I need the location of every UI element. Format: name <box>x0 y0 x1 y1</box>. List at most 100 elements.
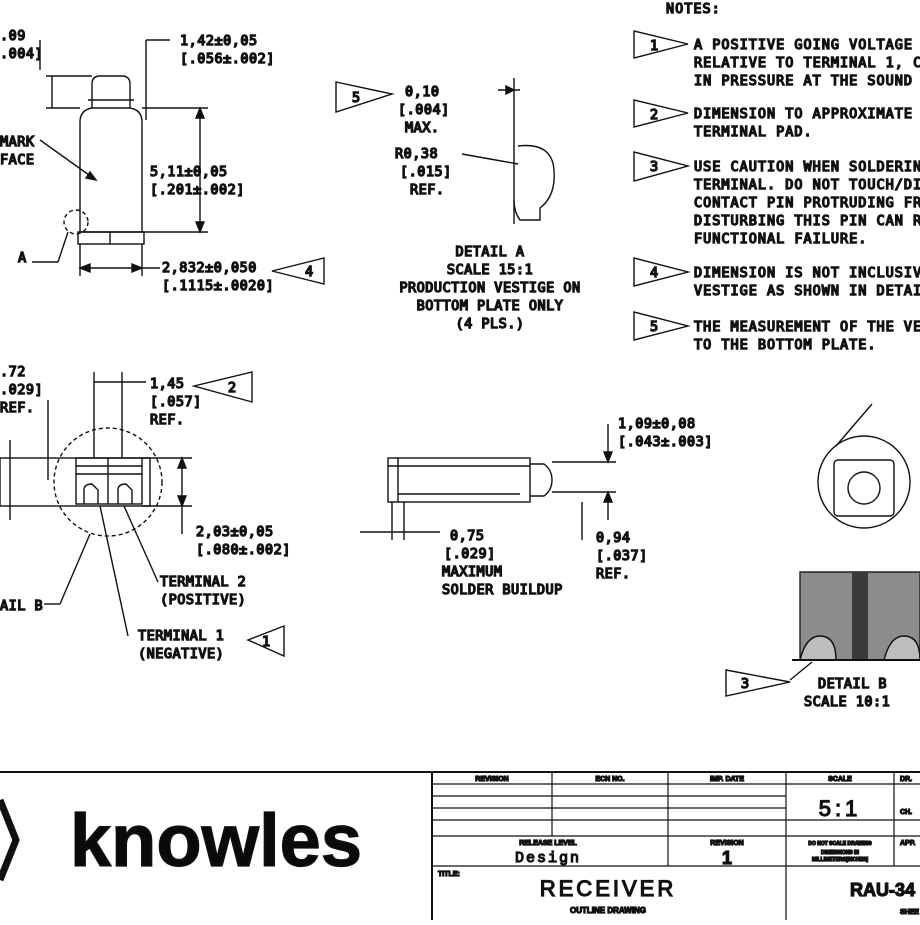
flag-2-triangle <box>191 371 253 403</box>
note-2-flag <box>633 99 689 128</box>
dim-solder-d: SOLDER BUILDUP <box>442 582 563 598</box>
terminal-1-leader <box>99 505 129 637</box>
dim-left-bot: .004] <box>0 46 43 62</box>
detail-a-arrow <box>505 84 516 96</box>
flag-4-num: 4 <box>305 264 314 280</box>
note-3-line-2: TERMINAL. DO NOT TOUCH/DI <box>694 177 920 193</box>
dim-radius-a: R0,38 <box>395 146 438 162</box>
detail-b-divider <box>852 572 868 660</box>
note-1-flag <box>633 30 689 59</box>
dim-solder-c: MAXIMUM <box>442 564 502 580</box>
detail-a-circle <box>63 209 89 235</box>
note-5-num: 5 <box>650 319 659 335</box>
mark-face-leader <box>39 139 97 181</box>
note-4-line-1: DIMENSION IS NOT INCLUSIVE <box>694 265 920 281</box>
flag-1-num: 1 <box>262 634 271 650</box>
dim-right-a: 0,94 <box>596 530 631 546</box>
revision-value: 1 <box>722 848 732 868</box>
dim-ref-b: .029] <box>0 382 43 398</box>
dim-ref-a: .72 <box>0 364 26 380</box>
detail-b-leader <box>789 661 813 681</box>
dim-term-a: 2,03±0,05 <box>196 524 274 540</box>
dim-top-a: 1,09±0,08 <box>618 416 696 432</box>
flag-3-num: 3 <box>741 676 750 692</box>
terminal-2-pad <box>117 483 133 504</box>
note-4-num: 4 <box>650 265 659 281</box>
dim-radius-b: [.015] <box>400 164 452 180</box>
detail-a: 5 0,10 [.004] MAX. R0,38 [.015] REF. DET… <box>335 78 581 333</box>
arrow-down <box>194 221 206 234</box>
detail-b-circle <box>53 427 163 537</box>
subtitle-value: OUTLINE DRAWING <box>570 906 646 915</box>
terminal-1-label-a: TERMINAL 1 <box>138 628 224 644</box>
dim-max-b: [.004] <box>398 102 450 118</box>
flag-2-num: 2 <box>228 380 237 396</box>
detail-b-caption-a: DETAIL B <box>818 676 887 692</box>
no-scale-c: MILLIMETERS[INCHES] <box>812 857 868 863</box>
mark-face-a: MARK <box>0 134 35 150</box>
col-ecn: ECN NO. <box>595 776 624 783</box>
release-value: Design <box>515 850 581 867</box>
note-2-num: 2 <box>650 107 659 123</box>
dim-ref-c: REF. <box>0 400 35 416</box>
side-view: 1,09±0,08 [.043±.003] 0,75 [.029] MAXIMU… <box>360 415 713 599</box>
note-4-flag <box>633 257 691 287</box>
note-1-num: 1 <box>650 38 659 54</box>
dim-top-b: [.043±.003] <box>618 434 713 450</box>
arrow-up <box>194 106 206 119</box>
radius-leader <box>461 153 519 165</box>
revision-label: REVISION <box>710 840 743 847</box>
title-label: TITLE: <box>438 871 460 878</box>
terminal-2-label-b: (POSITIVE) <box>160 592 246 608</box>
dim-max-c: MAX. <box>405 120 440 136</box>
terminal-1-label-b: (NEGATIVE) <box>138 646 224 662</box>
terminal-1-pad <box>83 483 99 504</box>
dim-width-a: 2,832±0,050 <box>162 260 257 276</box>
port-leader <box>835 403 873 447</box>
detail-a-caption-4: BOTTOM PLATE ONLY <box>417 298 564 314</box>
detail-b: 3 DETAIL B SCALE 10:1 <box>725 403 920 711</box>
side-arrow-2 <box>602 490 614 503</box>
vestige-profile <box>513 144 555 221</box>
dim-max-a: 0,10 <box>405 84 440 100</box>
side-arrow-1 <box>602 451 614 464</box>
arrow-term-up <box>176 456 188 469</box>
note-3-line-1: USE CAUTION WHEN SOLDERING <box>694 159 920 175</box>
receiver-body-outline <box>79 107 143 233</box>
note-3-line-3: CONTACT PIN PROTRUDING FRO <box>694 195 920 211</box>
no-scale-a: DO NOT SCALE DRAWING <box>808 841 871 847</box>
detail-b-caption-b: SCALE 10:1 <box>804 694 890 710</box>
dim-body-a: 5,11±0,05 <box>150 164 228 180</box>
app-label: APP. <box>900 840 915 847</box>
dim-solder-a: 0,75 <box>450 528 485 544</box>
bottom-view: .72 .029] REF. 1,45 [.057] REF. 2 2,03±0… <box>0 363 291 663</box>
col-revision: REVISION <box>475 776 508 783</box>
bottom-view-body <box>0 457 151 507</box>
terminal-block <box>75 457 143 505</box>
flag-5-num: 5 <box>352 90 361 106</box>
note-3-num: 3 <box>650 159 659 175</box>
arrow-term-down <box>176 495 188 508</box>
flag-1-triangle <box>246 624 285 658</box>
detail-b-ref: AIL B <box>0 598 43 614</box>
brand-logo: knowles <box>70 799 362 882</box>
dim-pad-b: [.057] <box>150 394 202 410</box>
detail-a-ref: A <box>18 250 27 266</box>
note-1-line-3: IN PRESSURE AT THE SOUND O <box>694 73 920 89</box>
no-scale-b: DIMENSIONS IN <box>821 850 859 856</box>
side-port <box>530 463 553 497</box>
note-1-line-1: A POSITIVE GOING VOLTAGE A <box>694 37 920 53</box>
detail-a-caption-3: PRODUCTION VESTIGE ON <box>399 280 580 296</box>
title-value: RECEIVER <box>540 876 676 901</box>
detail-b-right-pad <box>883 635 920 661</box>
sheet-label: SHEE <box>900 909 919 916</box>
note-3-line-4: DISTURBING THIS PIN CAN RE <box>694 213 920 229</box>
note-2-line-1: DIMENSION TO APPROXIMATE C <box>694 106 920 122</box>
dim-radius-c: REF. <box>410 182 445 198</box>
terminal-2-label-a: TERMINAL 2 <box>160 574 246 590</box>
notes-heading: NOTES: <box>666 1 721 17</box>
detail-a-caption-2: SCALE 15:1 <box>447 262 533 278</box>
flag-3-triangle <box>725 669 791 697</box>
